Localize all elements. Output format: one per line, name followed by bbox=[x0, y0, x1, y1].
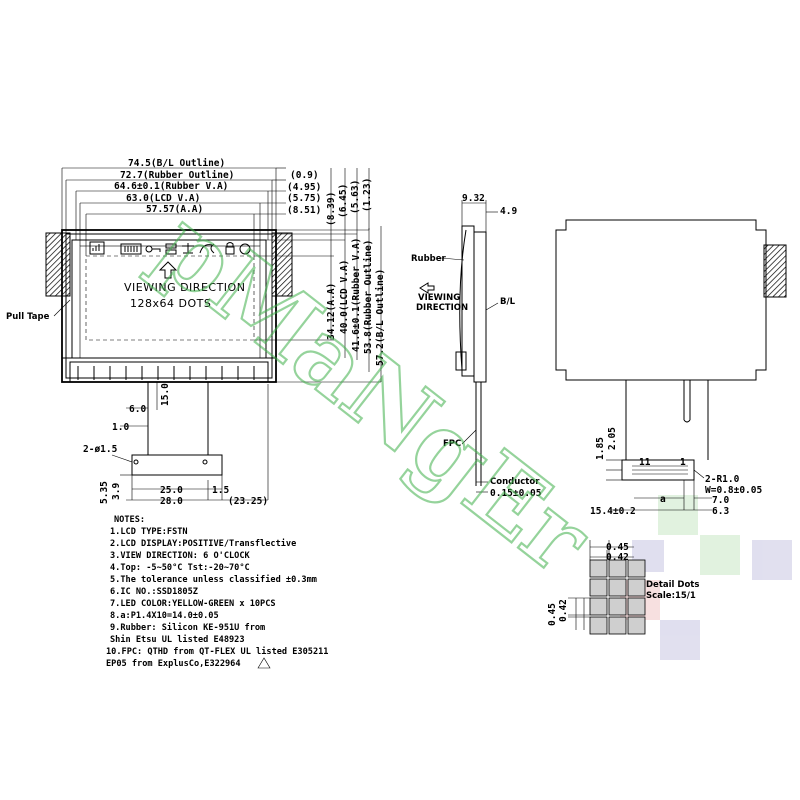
viewing-label: VIEWING bbox=[418, 293, 460, 303]
dots-label: 128x64 DOTS bbox=[130, 297, 211, 310]
note-item: 9.Rubber: Silicon KE-951U from bbox=[110, 622, 265, 633]
dim-fpc-6: 6.0 bbox=[129, 404, 146, 415]
front-view: VIEWING DIRECTION 128x64 DOTS 74.5(B/L O… bbox=[6, 158, 386, 507]
dim-dot-045-top: 0.45 bbox=[606, 542, 629, 553]
rubber-outline bbox=[65, 233, 273, 379]
dim-top-123: (1.23) bbox=[362, 178, 373, 212]
icon-row bbox=[89, 241, 251, 255]
dim-rear-63: 6.3 bbox=[712, 506, 729, 517]
dim-rear-70: 7.0 bbox=[712, 495, 729, 506]
note-item: 8.a:P1.4X10=14.0±0.05 bbox=[110, 611, 219, 621]
dim-top-839: (8.39) bbox=[326, 192, 337, 226]
dim-top-563: (5.63) bbox=[350, 180, 361, 214]
note-item: 1.LCD TYPE:FSTN bbox=[110, 527, 188, 537]
fpc-tail bbox=[131, 382, 223, 476]
note-item: Shin Etsu UL listed E48923 bbox=[110, 634, 245, 645]
dim-top-645: (6.45) bbox=[338, 184, 349, 218]
rubber-label: Rubber bbox=[411, 254, 447, 264]
dim-fpc-15: 15.0 bbox=[160, 383, 171, 406]
pull-tape-label: Pull Tape bbox=[6, 312, 50, 322]
dim-aa-width: 57.57(A.A) bbox=[146, 204, 203, 215]
dim-rubber-width: 72.7(Rubber Outline) bbox=[120, 170, 234, 181]
dim-fpc-535: 5.35 bbox=[99, 481, 110, 504]
battery-icon bbox=[120, 243, 142, 255]
note-item: 10.FPC: QTHD from QT-FLEX UL listed E305… bbox=[106, 646, 328, 657]
detail-dots-label: Detail Dots bbox=[646, 580, 699, 590]
dim-rear-154: 15.4±0.2 bbox=[590, 506, 636, 517]
dim-side-49: 4.9 bbox=[500, 206, 517, 217]
note-item: EP05 from ExplusCo,E322964 bbox=[106, 659, 241, 669]
dim-lcd-va-width: 63.0(LCD V.A) bbox=[126, 193, 200, 204]
dim-fpc-25: 25.0 bbox=[160, 485, 183, 496]
dim-rubber-height: 53.8(Rubber Outline) bbox=[363, 240, 374, 354]
dim-offset-495: (4.95) bbox=[287, 182, 321, 193]
dim-aa-height: 34.12(A.A) bbox=[326, 283, 337, 340]
dim-offset-575: (5.75) bbox=[287, 193, 321, 204]
note-item: 4.Top: -5~50°C Tst:-20~70°C bbox=[110, 563, 250, 573]
dim-offset-851: (8.51) bbox=[287, 205, 321, 216]
dim-side-932: 9.32 bbox=[462, 193, 485, 204]
dim-fpc-2325: (23.25) bbox=[228, 496, 268, 507]
view-arrow-icon bbox=[158, 261, 178, 279]
dim-offset-09: (0.9) bbox=[290, 170, 319, 181]
signal-icon bbox=[89, 241, 105, 255]
dim-rubber-va-width: 64.6±0.1(Rubber V.A) bbox=[114, 181, 228, 192]
note-item: 6.IC NO.:SSD1805Z bbox=[110, 587, 198, 597]
note-item: 5.The tolerance unless classified ±0.3mm bbox=[110, 574, 317, 585]
pin-1-label: 1 bbox=[680, 457, 686, 468]
bottom-teeth bbox=[69, 361, 269, 383]
side-view: 9.32 4.9 Rubber B/L VIEWING DIRECTION FP… bbox=[411, 193, 542, 499]
antenna-icon bbox=[182, 243, 194, 254]
bl-label: B/L bbox=[500, 297, 516, 307]
lock-icon bbox=[225, 246, 235, 255]
dim-fpc-hole: 2-ø1.5 bbox=[83, 444, 118, 455]
side-view-arrow-icon bbox=[419, 282, 435, 294]
dim-dot-042-top: 0.42 bbox=[606, 552, 629, 563]
dim-fpc-39: 3.9 bbox=[111, 483, 122, 500]
dim-rear-r10: 2-R1.0 bbox=[705, 474, 740, 485]
dim-rear-205: 2.05 bbox=[607, 427, 618, 450]
notes: NOTES: 1.LCD TYPE:FSTN 2.LCD DISPLAY:POS… bbox=[106, 515, 328, 669]
ul-mark-icon bbox=[257, 657, 271, 669]
dim-fpc-28: 28.0 bbox=[160, 496, 183, 507]
note-item: 7.LED COLOR:YELLOW-GREEN x 10PCS bbox=[110, 599, 276, 609]
dim-rubber-va-height: 41.6±0.1(Rubber V.A) bbox=[351, 238, 362, 352]
width-dimension-lines bbox=[61, 167, 286, 256]
decorative-squares bbox=[620, 495, 792, 660]
detail-dots: 0.45 0.42 0.45 0.42 Detail Dots Scale:15… bbox=[547, 540, 699, 635]
key-icon bbox=[145, 245, 153, 253]
mail-icon bbox=[165, 243, 177, 249]
height-dimension-lines bbox=[254, 168, 382, 383]
dim-fpc-15b: 1.5 bbox=[212, 485, 229, 496]
notes-title: NOTES: bbox=[114, 515, 145, 525]
rear-view: 1.85 2.05 11 1 2-R1.0 W=0.8±0.05 a 7.0 1… bbox=[555, 219, 787, 517]
direction-label: DIRECTION bbox=[416, 303, 468, 313]
phone-icon bbox=[199, 244, 213, 254]
dim-lcd-va-height: 40.0(LCD V.A) bbox=[339, 260, 350, 334]
dim-fpc-1: 1.0 bbox=[112, 422, 129, 433]
viewing-direction-label: VIEWING DIRECTION bbox=[124, 281, 245, 294]
dim-rear-185: 1.85 bbox=[595, 437, 606, 460]
dim-rear-w: W=0.8±0.05 bbox=[705, 485, 762, 496]
scale-label: Scale:15/1 bbox=[646, 591, 696, 601]
dim-bl-width: 74.5(B/L Outline) bbox=[128, 158, 225, 169]
note-item: 2.LCD DISPLAY:POSITIVE/Transflective bbox=[110, 538, 296, 549]
active-area bbox=[85, 255, 255, 341]
conductor-label: Conductor bbox=[490, 477, 540, 487]
note-item: 3.VIEW DIRECTION: 6 O'CLOCK bbox=[110, 551, 251, 561]
dim-dot-045-side: 0.45 bbox=[547, 603, 558, 626]
dim-bl-height: 57.2(B/L Outline) bbox=[375, 269, 386, 366]
dim-rear-a: a bbox=[660, 494, 666, 505]
alarm-icon bbox=[239, 243, 251, 255]
dim-dot-042-side: 0.42 bbox=[558, 599, 569, 622]
fpc-label: FPC bbox=[443, 439, 461, 449]
dim-side-015: 0.15±0.05 bbox=[490, 488, 542, 499]
pin-11-label: 11 bbox=[639, 457, 651, 468]
